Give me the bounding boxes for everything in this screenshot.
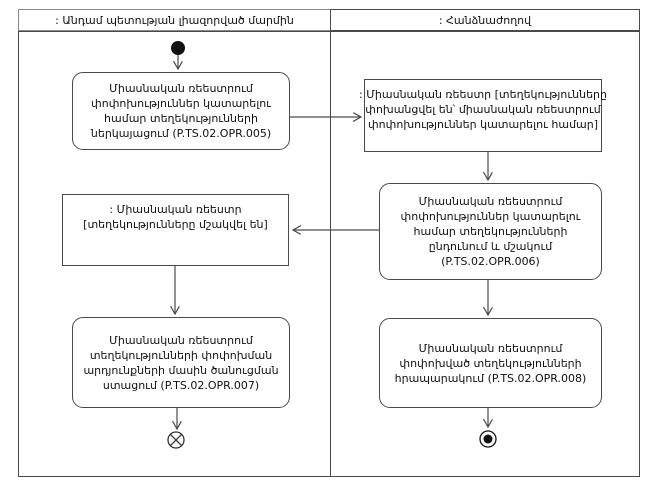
text-line: փոփոխություններ կատարելու bbox=[400, 210, 581, 223]
lane-divider bbox=[330, 32, 331, 476]
text-line: ներկայացում (P.TS.02.OPR.005) bbox=[90, 127, 272, 140]
text-line: համար տեղեկությունների bbox=[104, 112, 258, 125]
action-label: Միասնական ռեեստրում փոփոխություններ կատա… bbox=[401, 194, 581, 269]
lane-header-authorized-body: : Անդամ պետության լիազորված մարմին bbox=[18, 9, 331, 31]
object-label: : Միասնական ռեեստր [տեղեկությունները մշա… bbox=[83, 202, 268, 232]
text-line: փոփոխություններ կատարելու համար] bbox=[367, 118, 599, 131]
action-receive-process: Միասնական ռեեստրում փոփոխություններ կատա… bbox=[379, 183, 602, 280]
lane-header-commission: : Հանձնաժողով bbox=[330, 9, 640, 31]
action-label: Միասնական ռեեստրում տեղեկությունների փոփ… bbox=[83, 333, 278, 393]
text-line: : Միասնական ռեեստր [տեղեկությունները bbox=[359, 88, 607, 101]
text-line: փոխանցվել են՝ միասնական ռեեստրում bbox=[365, 103, 601, 116]
text-line: արդյունքների մասին ծանուցման bbox=[83, 363, 279, 377]
action-label: Միասնական ռեեստրում փոփոխություններ կատա… bbox=[91, 81, 271, 141]
text-line: փոփոխություններ կատարելու bbox=[91, 97, 271, 110]
text-line: տեղեկությունների փոփոխման bbox=[89, 348, 273, 362]
text-line: (P.TS.02.OPR.006) bbox=[441, 255, 540, 268]
object-registry-processed: : Միասնական ռեեստր [տեղեկությունները մշա… bbox=[62, 194, 289, 266]
text-line: Միասնական ռեեստրում bbox=[109, 82, 253, 95]
text-line: համար տեղեկությունների bbox=[413, 225, 568, 238]
action-receive-notification: Միասնական ռեեստրում տեղեկությունների փոփ… bbox=[72, 317, 290, 408]
text-line: [տեղեկությունները մշակվել են] bbox=[83, 218, 268, 231]
action-submit-info: Միասնական ռեեստրում փոփոխություններ կատա… bbox=[72, 72, 290, 150]
object-registry-transferred: : Միասնական ռեեստր [տեղեկությունները փոխ… bbox=[359, 79, 607, 152]
text-line: փոփոխված տեղեկությունների bbox=[399, 356, 582, 370]
object-label: : Միասնական ռեեստր [տեղեկությունները փոխ… bbox=[359, 87, 607, 132]
lane-title: : Հանձնաժողով bbox=[438, 13, 532, 27]
text-line: Միասնական ռեեստրում bbox=[418, 341, 563, 355]
text-line: ընդունում և մշակում bbox=[428, 240, 553, 253]
action-publish-changed: Միասնական ռեեստրում փոփոխված տեղեկությու… bbox=[379, 318, 602, 408]
text-line: ստացում (P.TS.02.OPR.007) bbox=[102, 378, 260, 392]
text-line: Միասնական ռեեստրում bbox=[109, 333, 253, 347]
text-line: Միասնական ռեեստրում bbox=[418, 195, 563, 208]
action-label: Միասնական ռեեստրում փոփոխված տեղեկությու… bbox=[395, 341, 587, 386]
lane-title: : Անդամ պետության լիազորված մարմին bbox=[55, 13, 294, 27]
text-line: հրապարակում (P.TS.02.OPR.008) bbox=[394, 371, 587, 385]
text-line: : Միասնական ռեեստր bbox=[109, 203, 242, 216]
